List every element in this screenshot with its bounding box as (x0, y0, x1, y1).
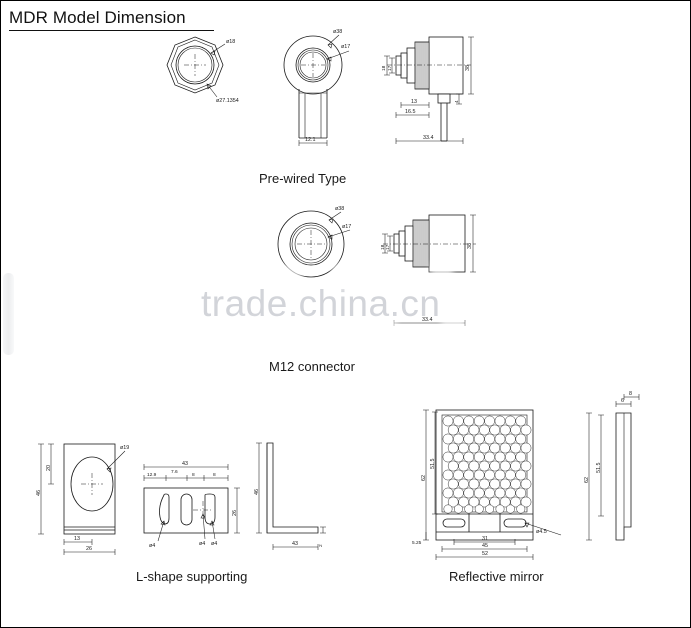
svg-text:26: 26 (86, 546, 92, 552)
svg-text:18: 18 (381, 65, 387, 71)
svg-text:26: 26 (232, 510, 238, 516)
svg-text:62: 62 (421, 475, 427, 481)
mirror-side-view: 62 51.5 6 8 (584, 391, 640, 541)
caption-lshape-supporting: L-shape supporting (136, 569, 248, 584)
svg-text:38: 38 (465, 65, 471, 71)
svg-text:7.6: 7.6 (171, 469, 178, 475)
svg-text:46: 46 (36, 490, 42, 496)
svg-text:5.25: 5.25 (412, 540, 422, 546)
svg-text:45: 45 (482, 543, 488, 549)
watermark-glare-7 (301, 319, 325, 343)
svg-text:16.5: 16.5 (405, 109, 416, 115)
svg-text:12.9: 12.9 (147, 472, 157, 478)
mirror-front-view: 62 51.5 5.25 31 45 52 ø4.5 (412, 409, 562, 560)
watermark-glare-4 (431, 263, 453, 289)
svg-text:52: 52 (482, 551, 488, 557)
svg-text:17: 17 (387, 65, 393, 71)
lshape-profile-view: 46 43 2 (254, 442, 326, 550)
prewired-side-view: 18 17 38 4 13 16.5 33.4 (381, 36, 474, 144)
honeycomb-prism-grid (442, 415, 532, 514)
svg-text:13: 13 (74, 536, 80, 542)
svg-text:12.1: 12.1 (305, 137, 316, 143)
svg-text:8: 8 (213, 472, 216, 478)
svg-text:4: 4 (454, 100, 460, 103)
watermark-glare-2 (331, 263, 353, 289)
svg-text:31: 31 (482, 536, 488, 542)
page-title: MDR Model Dimension (9, 8, 186, 27)
svg-text:8: 8 (192, 472, 195, 478)
watermark-glare-8 (373, 319, 397, 343)
svg-text:ø27.1354: ø27.1354 (216, 98, 239, 104)
svg-text:62: 62 (584, 477, 590, 483)
svg-text:8: 8 (629, 391, 632, 397)
watermark-glare-1 (283, 263, 303, 289)
svg-text:46: 46 (254, 489, 260, 495)
svg-text:ø4: ø4 (199, 541, 205, 547)
svg-text:ø4: ø4 (149, 543, 155, 549)
caption-reflective-mirror: Reflective mirror (449, 569, 544, 584)
svg-text:43: 43 (182, 461, 188, 467)
watermark-glare-9 (441, 319, 465, 343)
watermark-glare-3 (379, 263, 399, 289)
svg-text:ø38: ø38 (335, 206, 344, 212)
prewired-round-front-view: ø38 ø17 12.1 (283, 29, 350, 146)
svg-text:ø18: ø18 (226, 39, 235, 45)
svg-text:17: 17 (385, 244, 391, 250)
svg-text:ø38: ø38 (333, 29, 342, 35)
svg-text:6: 6 (621, 398, 624, 404)
svg-text:13: 13 (411, 99, 417, 105)
svg-text:38: 38 (467, 243, 473, 249)
lshape-front-view: ø19 20 46 13 26 (36, 443, 129, 555)
watermark-glare-5 (479, 263, 499, 289)
watermark-text: trade.china.cn (201, 283, 441, 324)
watermark-side-bar (3, 273, 14, 355)
svg-text:33.4: 33.4 (423, 135, 434, 141)
title-block: MDR Model Dimension (9, 7, 214, 31)
svg-text:20: 20 (46, 465, 52, 471)
svg-text:ø4: ø4 (211, 541, 217, 547)
svg-text:51.5: 51.5 (430, 459, 436, 470)
svg-text:ø17: ø17 (341, 44, 350, 50)
svg-text:ø4.5: ø4.5 (536, 529, 547, 535)
svg-text:ø19: ø19 (120, 445, 129, 451)
caption-m12-connector: M12 connector (269, 359, 355, 374)
caption-prewired-type: Pre-wired Type (259, 171, 347, 186)
title-underline (9, 30, 214, 31)
svg-text:43: 43 (292, 541, 298, 547)
svg-text:18: 18 (380, 244, 386, 250)
watermark-glare-6 (237, 319, 261, 343)
svg-text:2: 2 (318, 544, 324, 547)
prewired-hex-front-view: ø18 ø27.1354 (166, 36, 239, 104)
svg-text:ø17: ø17 (342, 224, 351, 230)
lshape-top-view: 43 12.9 7.6 8 8 26 ø4 ø4 ø4 (143, 461, 240, 549)
svg-text:51.5: 51.5 (596, 463, 602, 474)
